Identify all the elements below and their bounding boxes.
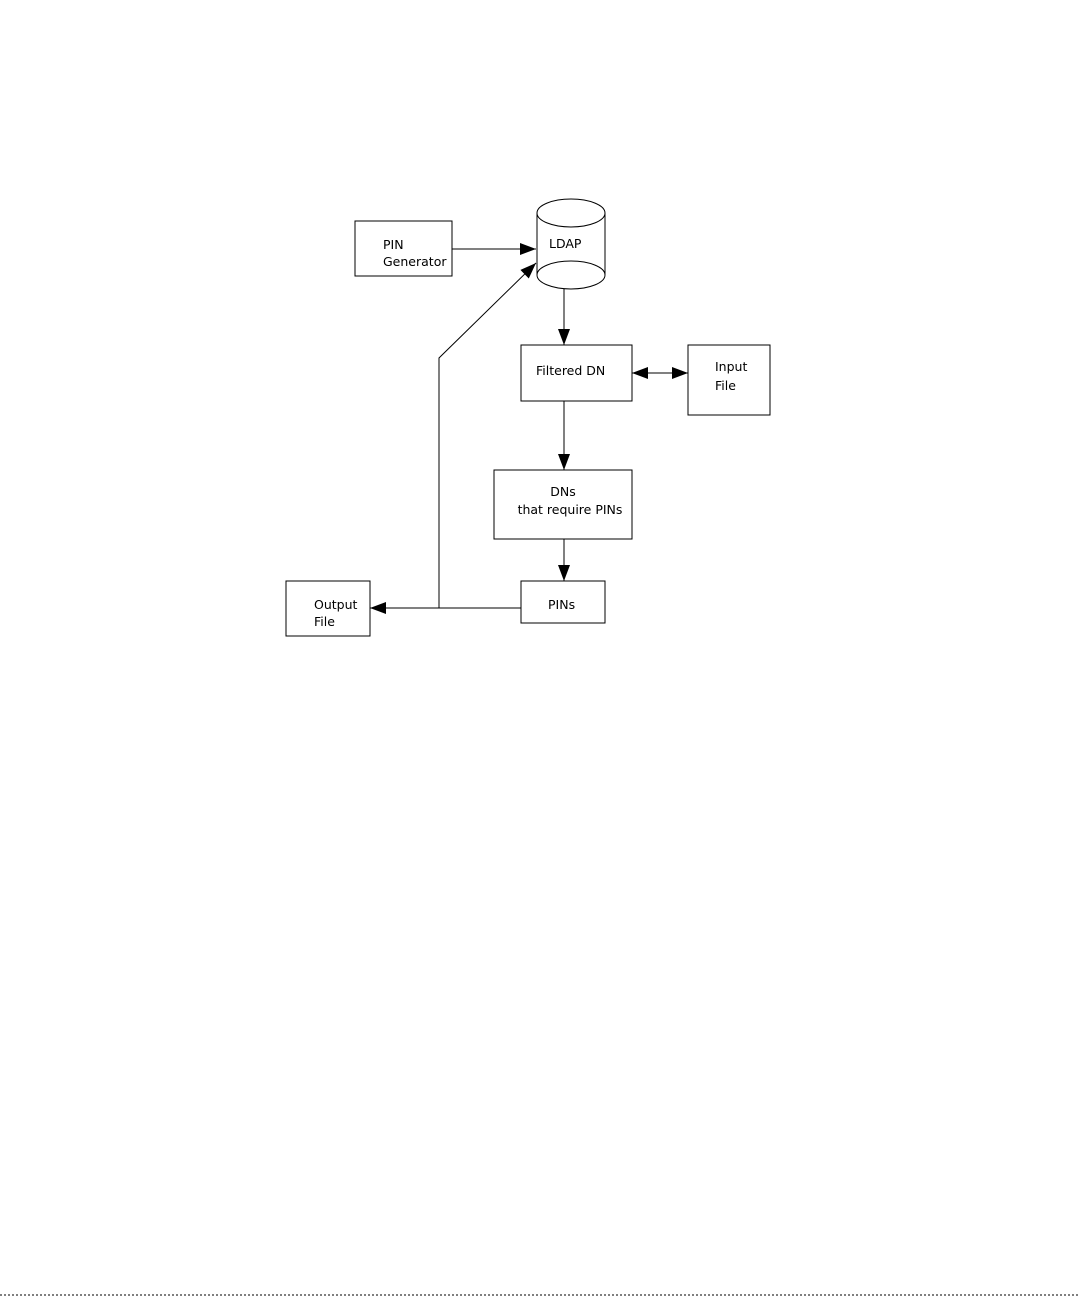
input-file-label-line-2: File	[715, 378, 736, 393]
pin-generator-label-line-2: Generator	[383, 254, 447, 269]
pin-generator-label-line-1: PIN	[383, 237, 404, 252]
output-file-label-line-2: File	[314, 614, 335, 629]
dns-label-line-2: that require PINs	[518, 502, 623, 517]
pins-box: PINs	[521, 581, 605, 623]
ldap-label: LDAP	[549, 236, 582, 251]
edge-pins-to-ldap	[439, 263, 536, 608]
pins-label: PINs	[548, 597, 575, 612]
filtered-dn-label: Filtered DN	[536, 363, 605, 378]
filtered-dn-box: Filtered DN	[521, 345, 632, 401]
output-file-box: Output File	[286, 581, 370, 636]
pin-generator-box: PIN Generator	[355, 221, 452, 276]
ldap-database: LDAP	[537, 199, 605, 289]
output-file-label-line-1: Output	[314, 597, 358, 612]
input-file-label-line-1: Input	[715, 359, 747, 374]
dns-require-pins-box: DNs that require PINs	[494, 470, 632, 539]
input-file-box: Input File	[688, 345, 770, 415]
dns-label-line-1: DNs	[550, 484, 576, 499]
